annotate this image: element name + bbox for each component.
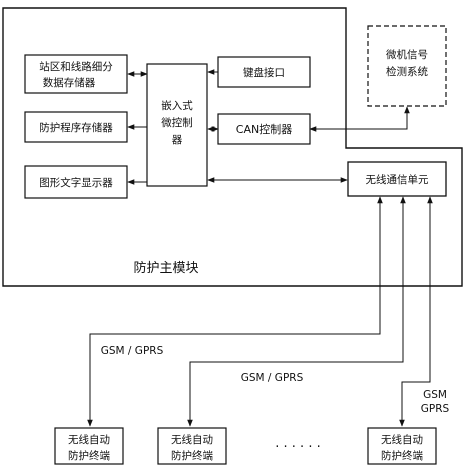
gsm-label-1: GSM / GPRS bbox=[101, 345, 164, 357]
svg-text:防护终端: 防护终端 bbox=[381, 449, 423, 462]
terminal-ellipsis: · · · · · · bbox=[275, 440, 320, 455]
svg-text:站区和线路细分: 站区和线路细分 bbox=[39, 60, 113, 73]
program-storage-block: 防护程序存储器 bbox=[24, 111, 128, 143]
svg-text:键盘接口: 键盘接口 bbox=[243, 66, 285, 79]
gsm-label-3: GSM GPRS bbox=[421, 389, 450, 415]
external-detection-system-block: 微机信号 检测系统 bbox=[367, 25, 447, 107]
terminal-3: 无线自动 防护终端 bbox=[367, 427, 437, 465]
embedded-mcu-block: 嵌入式 微控制 器 bbox=[146, 63, 208, 187]
keyboard-interface-block: 键盘接口 bbox=[217, 56, 311, 88]
link-terminal-3 bbox=[399, 196, 433, 427]
svg-text:无线自动: 无线自动 bbox=[381, 433, 423, 446]
main-module-label: 防护主模块 bbox=[133, 260, 198, 276]
terminal-1: 无线自动 防护终端 bbox=[54, 427, 124, 465]
gsm-label-2: GSM / GPRS bbox=[241, 372, 304, 384]
svg-text:无线通信单元: 无线通信单元 bbox=[366, 173, 429, 186]
svg-text:无线自动: 无线自动 bbox=[68, 433, 110, 446]
can-controller-block: CAN控制器 bbox=[217, 113, 311, 145]
svg-text:微控制: 微控制 bbox=[161, 116, 193, 129]
terminal-2: 无线自动 防护终端 bbox=[157, 427, 227, 465]
graphic-display-block: 图形文字显示器 bbox=[24, 165, 128, 199]
svg-text:图形文字显示器: 图形文字显示器 bbox=[39, 176, 113, 189]
main-module-frame bbox=[2, 7, 463, 287]
arrow-can-external bbox=[309, 106, 410, 132]
svg-text:CAN控制器: CAN控制器 bbox=[236, 122, 292, 136]
svg-text:嵌入式: 嵌入式 bbox=[161, 99, 193, 112]
link-terminal-2 bbox=[187, 196, 406, 427]
svg-text:防护终端: 防护终端 bbox=[68, 449, 110, 462]
wireless-unit-block: 无线通信单元 bbox=[347, 161, 447, 197]
svg-text:检测系统: 检测系统 bbox=[386, 65, 428, 78]
svg-text:数据存储器: 数据存储器 bbox=[43, 76, 96, 89]
svg-text:微机信号: 微机信号 bbox=[386, 48, 428, 61]
svg-text:器: 器 bbox=[172, 134, 183, 146]
svg-text:无线自动: 无线自动 bbox=[171, 433, 213, 446]
station-data-storage-block: 站区和线路细分 数据存储器 bbox=[24, 54, 128, 94]
svg-text:GSM: GSM bbox=[423, 389, 447, 401]
svg-text:防护程序存储器: 防护程序存储器 bbox=[39, 121, 113, 134]
svg-text:GPRS: GPRS bbox=[421, 403, 450, 415]
link-terminal-1 bbox=[87, 196, 383, 427]
svg-text:防护终端: 防护终端 bbox=[171, 449, 213, 462]
